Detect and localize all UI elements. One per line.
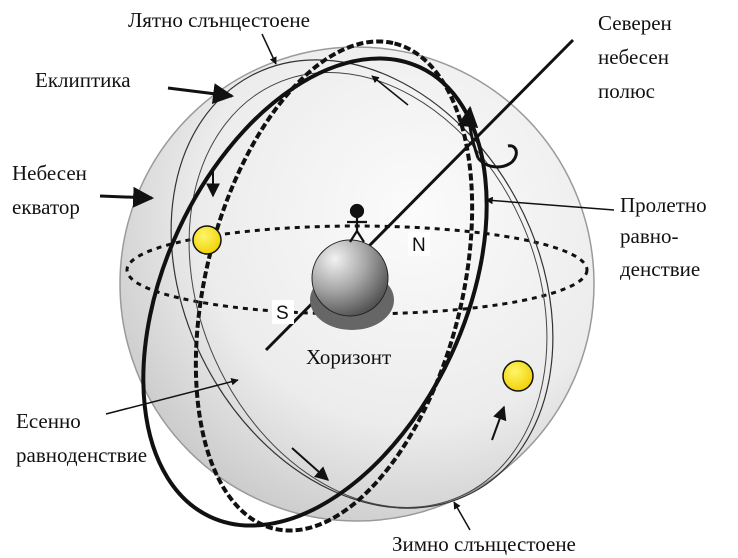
celestial-equator-pointer: [100, 196, 152, 198]
celestial-equator-label-line2: екватор: [12, 195, 80, 219]
horizon-label: Хоризонт: [306, 345, 391, 369]
spring-equinox-label-line3: денствие: [620, 257, 700, 281]
winter-solstice-label: Зимно слънцестоене: [392, 532, 576, 556]
north-label: N: [412, 235, 426, 256]
autumn-equinox-label-line2: равноденствие: [16, 443, 147, 467]
north-pole-label-line1: Северен: [598, 11, 672, 35]
spring-equinox-label-line2: равно-: [620, 224, 678, 248]
summer-solstice-label: Лятно слънцестоене: [128, 8, 310, 32]
earth-globe: [312, 240, 388, 316]
north-pole-label-line2: небесен: [598, 45, 669, 69]
sun-left: [193, 226, 221, 254]
autumn-equinox-label-line1: Есенно: [16, 409, 81, 433]
spring-equinox-label-line1: Пролетно: [620, 193, 707, 217]
south-label: S: [276, 303, 289, 324]
summer-solstice-pointer: [262, 34, 276, 64]
celestial-equator-label-line1: Небесен: [12, 161, 87, 185]
north-pole-label-line3: полюс: [598, 79, 655, 103]
winter-solstice-pointer: [454, 502, 470, 530]
ecliptic-label: Еклиптика: [35, 68, 131, 92]
sun-right: [503, 361, 533, 391]
